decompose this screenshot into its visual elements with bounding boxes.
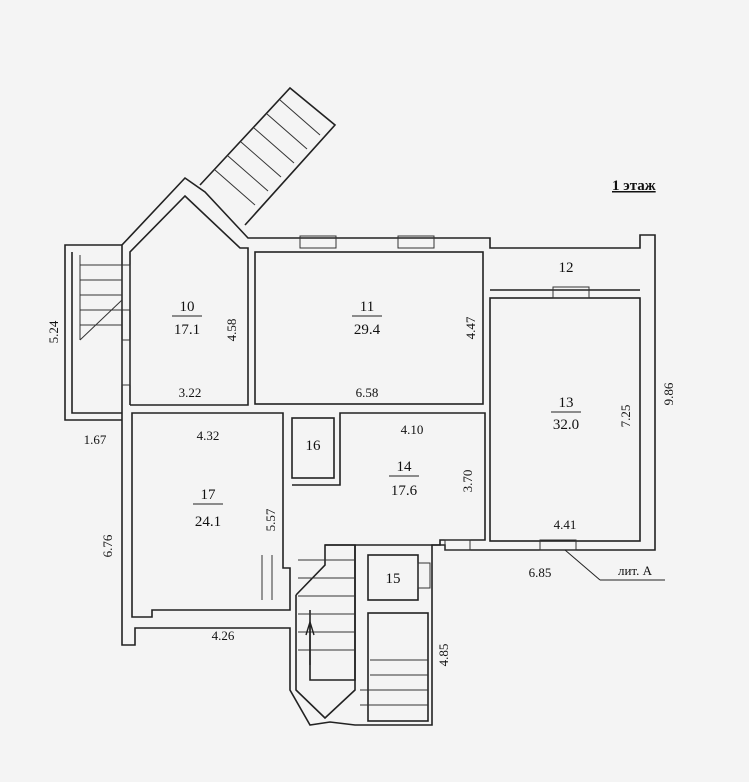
room-14-area: 17.6 [391, 483, 418, 499]
windows [121, 235, 590, 589]
liter-label: лит. А [618, 563, 653, 578]
dim-r17-top: 4.32 [197, 428, 220, 443]
dim-left-total: 6.76 [100, 534, 115, 557]
stair-direction-arrow-icon [305, 619, 315, 665]
dim-r10-width: 3.22 [179, 385, 202, 400]
stair-treads [79, 99, 428, 706]
dim-stair-left-width: 1.67 [84, 432, 107, 447]
dimension-labels: 5.24 1.67 4.58 3.22 6.58 4.47 7.25 9.86 … [46, 316, 676, 666]
dim-stair-bottom-height: 4.85 [436, 644, 451, 667]
dim-r13-height: 7.25 [618, 405, 633, 428]
room-16-number: 16 [306, 438, 322, 454]
room-11-number: 11 [360, 299, 374, 315]
dim-r17-height: 5.57 [263, 508, 278, 531]
dim-r11-height: 4.47 [463, 316, 478, 339]
room-12-number: 12 [559, 260, 574, 276]
room-13-number: 13 [559, 395, 574, 411]
dim-r13-width: 4.41 [554, 517, 577, 532]
room-10-area: 17.1 [174, 322, 200, 338]
room-15-number: 15 [386, 571, 401, 587]
room-17-area: 24.1 [195, 514, 221, 530]
room-13-area: 32.0 [553, 417, 579, 433]
dim-r14-top: 4.10 [401, 422, 424, 437]
room-11-area: 29.4 [354, 322, 381, 338]
room-10-number: 10 [180, 299, 195, 315]
dim-r17-bottom: 4.26 [212, 628, 235, 643]
room-labels: 10 17.1 11 29.4 12 13 32.0 14 17.6 15 16… [172, 260, 581, 587]
liter-leader-line [564, 549, 601, 581]
dim-r11-width: 6.58 [356, 385, 379, 400]
dim-r14-height: 3.70 [460, 470, 475, 493]
room-14-number: 14 [397, 459, 413, 475]
dim-stair-left-height: 5.24 [46, 320, 61, 343]
dim-r10-height: 4.58 [224, 319, 239, 342]
room-17-number: 17 [201, 487, 217, 503]
floor-title: 1 этаж [612, 178, 656, 194]
dim-right-total: 9.86 [661, 382, 676, 405]
dim-bottom-right: 6.85 [529, 565, 552, 580]
